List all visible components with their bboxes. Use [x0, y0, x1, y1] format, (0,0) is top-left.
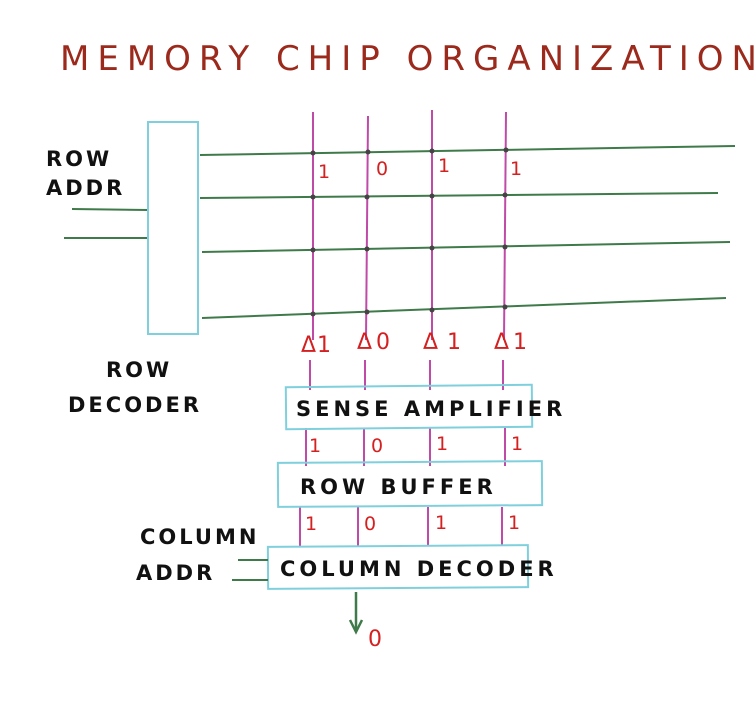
word-line [199, 145, 736, 156]
row-addr-label-line2: ADDR [46, 176, 125, 200]
column-addr-label-line2: ADDR [136, 561, 215, 585]
row-buffer-label: ROW BUFFER [300, 475, 497, 499]
word-line [201, 297, 727, 319]
cell-bit: 1 [318, 161, 330, 183]
buffer-bit: 1 [508, 512, 520, 534]
buffer-bit: 0 [364, 513, 376, 535]
buffer-bit: 1 [305, 513, 317, 535]
sense-amplifier-box [284, 383, 534, 431]
column-decoder-box [266, 544, 530, 590]
amp-bit: 1 [436, 433, 448, 455]
sense-bit: 0 [376, 330, 390, 355]
sense-amp-symbol: Δ [357, 330, 372, 355]
row-decoder-box [147, 121, 199, 335]
sense-amp-symbol: Δ [301, 333, 316, 358]
amp-bit: 1 [511, 433, 523, 455]
row-addr-lines [64, 208, 149, 239]
cell-junctions [310, 147, 509, 317]
word-line [201, 241, 731, 253]
column-decoder-label: COLUMN DECODER [280, 557, 558, 581]
row-buffer-box [276, 460, 544, 508]
column-addr-label-line1: COLUMN [140, 525, 259, 549]
buffer-to-decoder-bits: 1 0 1 1 [305, 512, 520, 535]
cell-bits: 1 0 1 1 [318, 155, 522, 183]
sense-readouts: Δ 1 Δ 0 Δ 1 Δ 1 [301, 330, 527, 358]
row-decoder-label-line2: DECODER [68, 393, 202, 417]
word-line [199, 192, 719, 199]
amp-to-buffer-bits: 1 0 1 1 [309, 433, 523, 457]
sense-bit: 1 [317, 333, 331, 358]
word-lines [199, 145, 736, 319]
column-addr-lines [232, 559, 268, 581]
sense-amplifier-label: SENSE AMPLIFIER [296, 397, 566, 421]
diagram-title: MEMORY CHIP ORGANIZATION [60, 39, 756, 79]
output-arrow [348, 592, 364, 635]
amp-bit: 0 [371, 435, 383, 457]
cell-bit: 0 [376, 158, 388, 180]
amp-bit: 1 [309, 435, 321, 457]
output-bit: 0 [368, 627, 382, 652]
buffer-bit: 1 [435, 512, 447, 534]
sense-bit: 1 [513, 330, 527, 355]
sense-amp-symbol: Δ [423, 330, 438, 355]
row-decoder-label-line1: ROW [106, 358, 172, 382]
sense-amp-symbol: Δ [494, 330, 509, 355]
cell-bit: 1 [510, 158, 522, 180]
cell-bit: 1 [438, 155, 450, 177]
sense-bit: 1 [447, 330, 461, 355]
row-addr-label-line1: ROW [46, 147, 112, 171]
